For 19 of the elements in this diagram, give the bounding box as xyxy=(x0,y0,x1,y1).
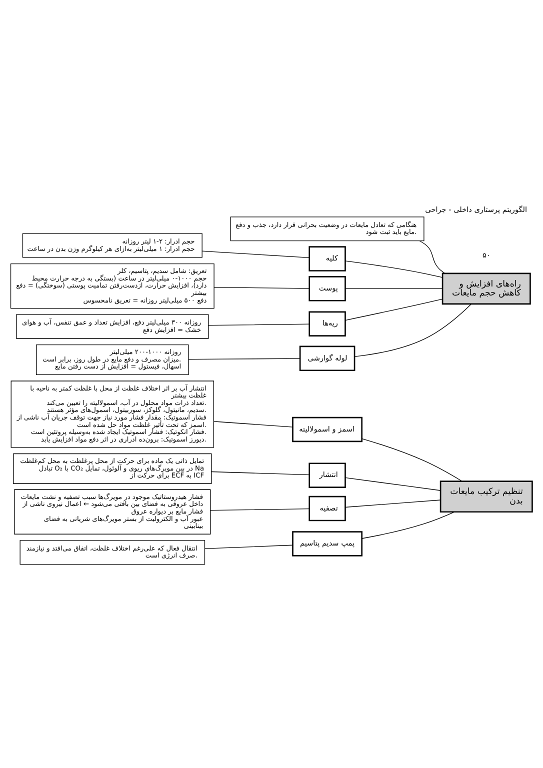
connector xyxy=(208,324,310,326)
node-box: راه‌های افزایش و کاهش حجم مایعات xyxy=(442,272,531,305)
node-box: تنظیم ترکیب مایعات بدن xyxy=(440,480,533,513)
connector xyxy=(354,304,472,357)
connector xyxy=(344,500,441,508)
connector xyxy=(188,358,300,360)
connector xyxy=(345,260,443,278)
connector xyxy=(344,288,443,290)
connector xyxy=(344,477,441,491)
connector xyxy=(202,250,310,258)
connector xyxy=(204,544,293,549)
connector xyxy=(214,286,310,289)
connector xyxy=(211,471,310,476)
connector xyxy=(362,512,455,539)
connector xyxy=(210,508,310,511)
connector xyxy=(362,438,462,482)
connector xyxy=(419,240,446,274)
connector xyxy=(345,298,443,321)
connector xyxy=(214,421,293,428)
